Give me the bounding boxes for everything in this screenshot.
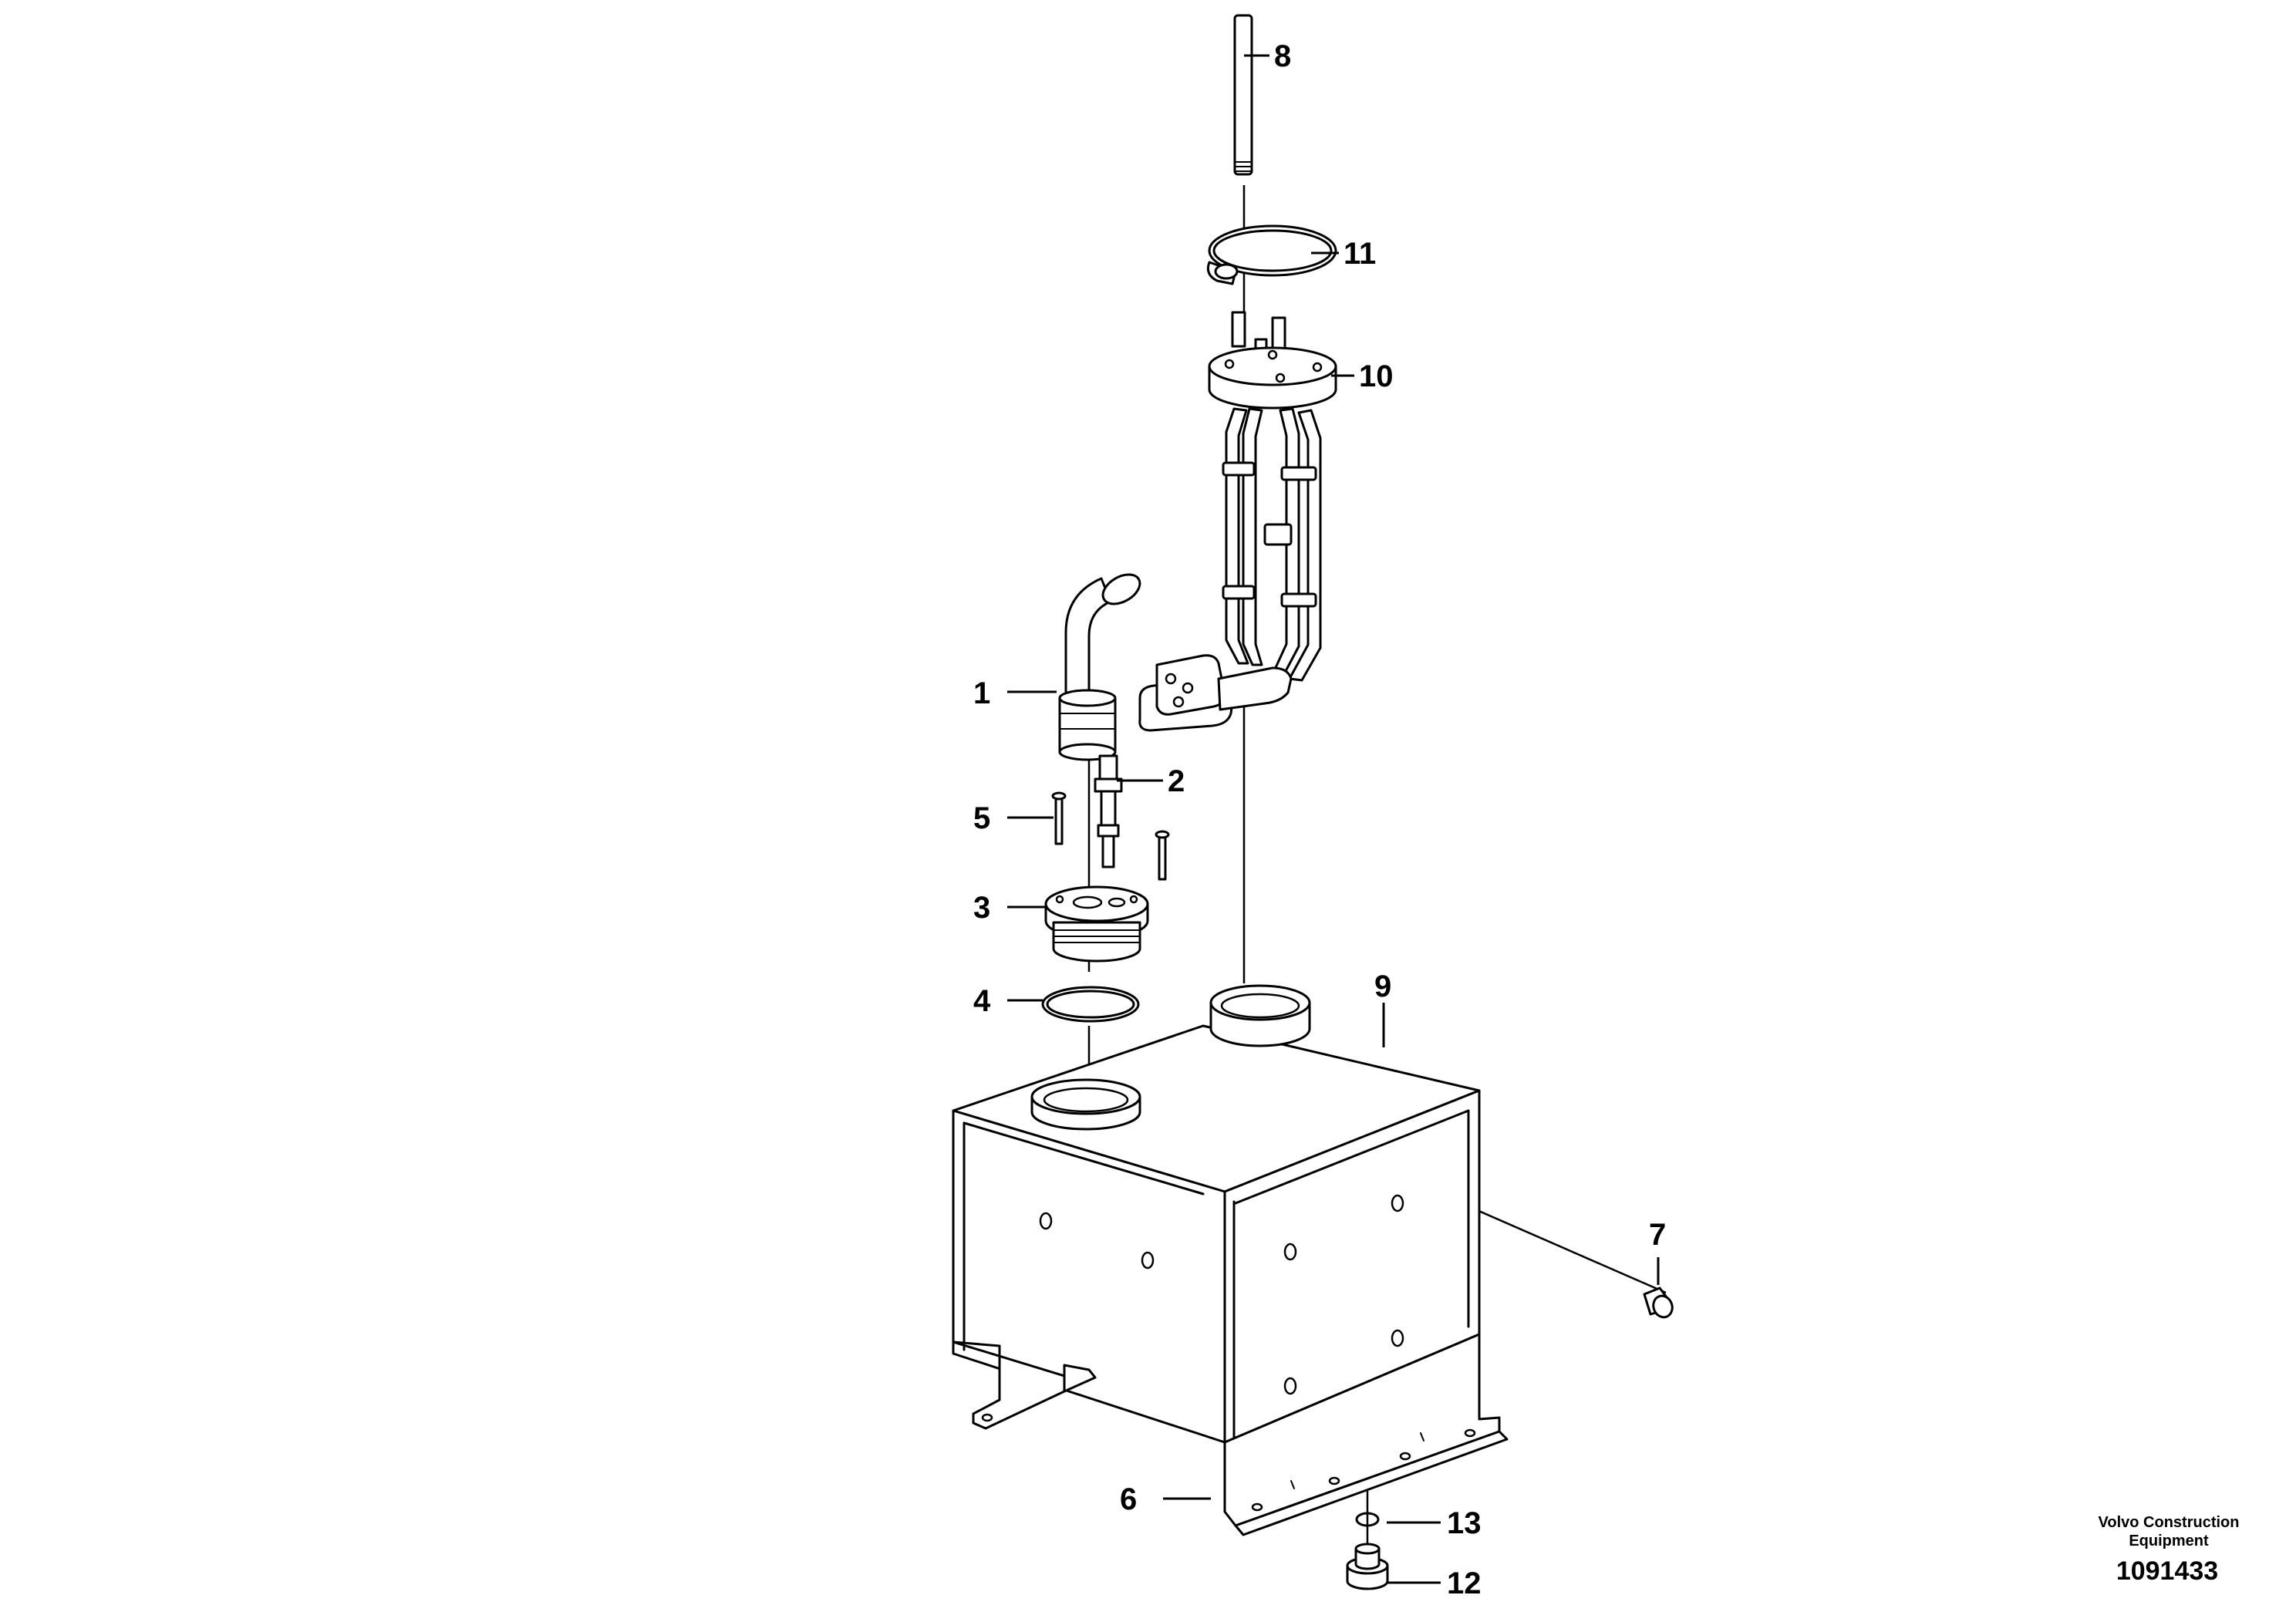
maker-name-line2: Equipment	[2129, 1533, 2209, 1549]
part-11-hose-clamp	[1206, 224, 1337, 285]
part-2-sensor	[1094, 754, 1123, 868]
part-9-tank	[952, 984, 1481, 1444]
callout-4: 4	[973, 984, 991, 1018]
callout-8: 8	[1274, 39, 1291, 73]
callout-1: 1	[973, 676, 990, 710]
part-7-screw	[1643, 1286, 1674, 1319]
document-number: 1091433	[2116, 1556, 2218, 1586]
part-12-drain-plug	[1346, 1543, 1389, 1590]
callout-11: 11	[1344, 237, 1376, 271]
callout-leaders	[1007, 54, 1660, 1584]
callout-3: 3	[973, 891, 990, 925]
part-8-dipstick-rod	[1233, 14, 1253, 176]
callout-5: 5	[973, 801, 990, 835]
callout-13: 13	[1447, 1506, 1482, 1540]
callout-10: 10	[1359, 359, 1394, 393]
part-4-o-ring	[1041, 986, 1140, 1023]
callout-9: 9	[1374, 969, 1391, 1003]
callout-7: 7	[1649, 1218, 1666, 1252]
part-3-threaded-cap	[1044, 885, 1149, 963]
part-5-screws	[1051, 791, 1170, 881]
callout-2: 2	[1168, 764, 1185, 798]
part-13-washer	[1355, 1512, 1380, 1527]
part-1-elbow-fitting	[1058, 573, 1141, 761]
callout-6: 6	[1120, 1482, 1137, 1516]
part-10-sender-unit	[1138, 311, 1337, 732]
maker-name-line1: Volvo Construction	[2099, 1514, 2240, 1531]
part-6-mounting-brackets	[952, 1333, 1509, 1536]
callout-12: 12	[1447, 1566, 1482, 1600]
callout-numbers: 1 2 3 4 5 6 7 8 9 10 11 12 13	[973, 39, 1666, 1600]
maker-block: Volvo Construction Equipment 1091433	[2099, 1514, 2240, 1586]
